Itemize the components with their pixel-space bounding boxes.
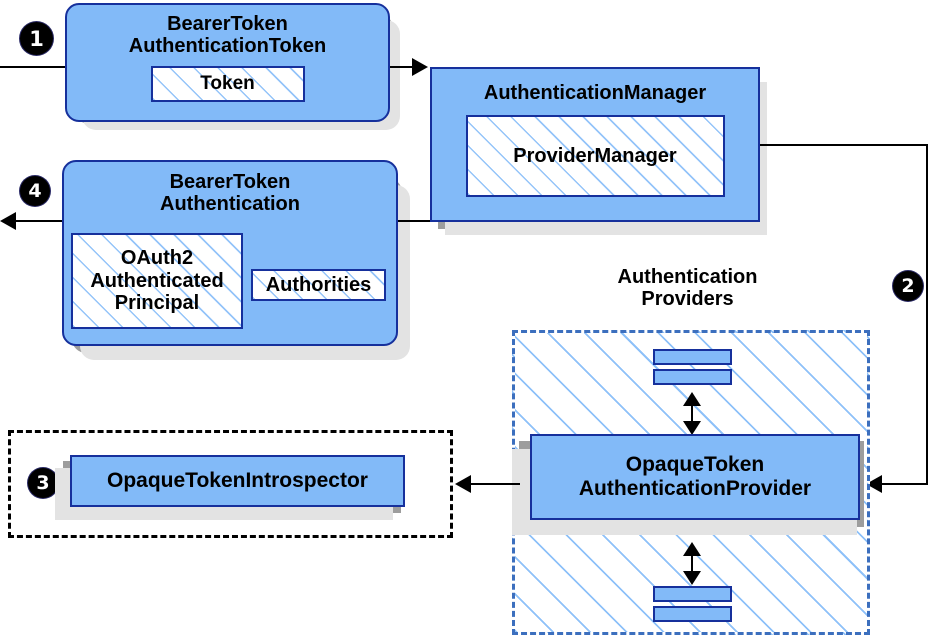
authentication-providers-title-line-2: Providers: [641, 288, 734, 311]
step-badge-1: 1: [20, 22, 53, 55]
provider-stub-bottom-bar-2[interactable]: [653, 606, 732, 622]
manager-to-provider-line-top: [760, 144, 928, 146]
provider-manager-label: ProviderManager: [513, 145, 677, 168]
authentication-providers-title: Authentication Providers: [565, 266, 810, 311]
provider-manager-inner-box[interactable]: ProviderManager: [465, 115, 725, 198]
authentication-manager-title: AuthenticationManager: [483, 82, 707, 104]
bearer-token-authentication-token-box[interactable]: BearerToken AuthenticationToken Token: [65, 3, 390, 122]
oauth2-authenticated-principal-line-3: Principal: [114, 292, 200, 315]
step-badge-4: 4: [20, 176, 50, 206]
authentication-outbound-arrowhead: [0, 212, 16, 230]
provider-stub-bottom-arrow-down: [683, 571, 701, 585]
provider-stub-top-arrow-down: [683, 421, 701, 435]
provider-to-introspector-line: [470, 483, 520, 485]
provider-stub-top-bar-1[interactable]: [653, 349, 732, 365]
oauth2-authenticated-principal-line-2: Authenticated: [90, 269, 224, 292]
bearer-token-authentication-token-title-line-1: BearerToken: [167, 13, 288, 35]
authentication-outbound-line: [16, 220, 62, 222]
bearer-token-authentication-token-title-line-2: AuthenticationToken: [128, 35, 327, 58]
token-to-manager-arrowhead: [412, 58, 428, 76]
token-to-manager-line: [390, 66, 420, 68]
provider-stub-bottom-bar-1[interactable]: [653, 586, 732, 602]
provider-stub-bottom-connector: [691, 545, 693, 581]
opaque-token-introspector-label: OpaqueTokenIntrospector: [107, 469, 368, 493]
authentication-providers-title-line-1: Authentication: [617, 266, 758, 288]
step-badge-3: 3: [28, 468, 58, 498]
oauth2-authenticated-principal-box[interactable]: OAuth2 Authenticated Principal: [71, 233, 243, 329]
bearer-token-authentication-title-line-2: Authentication: [160, 193, 300, 216]
authorities-box[interactable]: Authorities: [251, 269, 386, 301]
opaque-token-authentication-provider-title-line-1: OpaqueToken: [625, 453, 765, 477]
step-badge-2: 2: [893, 271, 923, 301]
opaque-token-introspector-box[interactable]: OpaqueTokenIntrospector: [70, 455, 405, 507]
manager-to-provider-line-vertical: [926, 144, 928, 484]
token-inner-label: Token: [200, 73, 255, 95]
opaque-token-authentication-provider-box[interactable]: OpaqueToken AuthenticationProvider: [530, 434, 860, 520]
oauth2-authenticated-principal-line-1: OAuth2: [120, 247, 194, 270]
provider-stub-top-arrow-up: [683, 392, 701, 406]
provider-stub-top-connector: [691, 395, 693, 431]
provider-stub-top-bar-2[interactable]: [653, 369, 732, 385]
manager-to-provider-arrowhead: [866, 475, 882, 493]
authorities-label: Authorities: [265, 273, 372, 296]
manager-to-provider-line-bottom: [875, 483, 928, 485]
token-inner-box[interactable]: Token: [150, 65, 305, 102]
opaque-token-authentication-provider-title-line-2: AuthenticationProvider: [578, 477, 812, 500]
bearer-token-authentication-title-line-1: BearerToken: [169, 171, 291, 193]
authentication-manager-box[interactable]: AuthenticationManager ProviderManager: [430, 67, 760, 222]
provider-to-introspector-arrowhead: [455, 475, 471, 493]
manager-to-authentication-line: [398, 220, 430, 222]
provider-stub-bottom-arrow-up: [683, 542, 701, 556]
inbound-request-line: [0, 66, 66, 68]
